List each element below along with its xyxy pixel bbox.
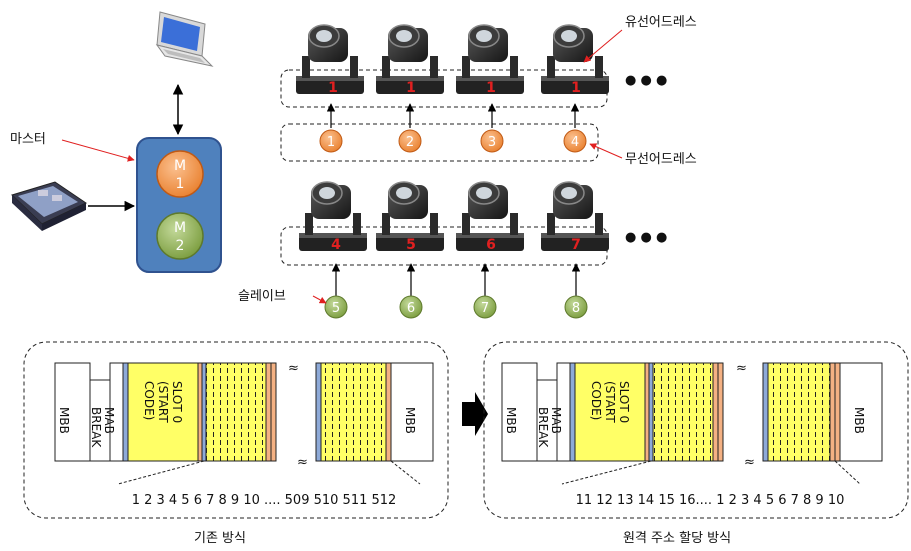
row2-wired-address-4: 7 [571,237,581,253]
conv-break-mark-top: ≈ [288,361,299,376]
wireless-address-arrow [589,143,623,159]
row2-slave-node-3: 7 [473,295,497,319]
row2-ellipsis: ● ● ● [625,230,667,245]
remote-break-mark-top: ≈ [736,361,747,376]
row2-slave-address-2: 6 [407,301,415,316]
row1-wired-address-4: 1 [571,80,581,96]
remote-packet [501,362,883,485]
m2-letter: M [174,220,186,236]
remote-mbb-left: MBB [504,407,518,434]
conv-mbb-right: MBB [403,407,417,434]
master-label: 마스터 [10,132,46,147]
remote-start: (START [603,381,617,423]
row1-wireless-address-2: 2 [406,135,414,150]
m1-number: 1 [176,176,185,192]
lighting-console-icon [11,181,88,231]
m2-number: 2 [176,238,185,254]
row2-wired-group [280,226,608,266]
remote-sequence: 11 12 13 14 15 16.... 1 2 3 4 5 6 7 8 9 … [576,493,845,508]
conv-code: CODE) [142,381,156,420]
row1-wireless-address-3: 3 [488,135,496,150]
wired-address-label: 유선어드레스 [625,15,697,30]
row2-slave-address-3: 7 [481,301,489,316]
conv-break: BREAK [89,407,103,448]
remote-break: BREAK [536,407,550,448]
row2-slave-node-2: 6 [399,295,423,319]
conventional-frame [23,341,449,519]
row1-wireless-address-4: 4 [571,135,579,150]
row1-wireless-group [280,123,599,162]
row2-slave-address-1: 5 [332,301,340,316]
remote-break-mark-bottom: ≈ [744,455,755,470]
row1-wired-address-3: 1 [486,80,496,96]
row1-wired-address-1: 1 [328,80,338,96]
row2-slave-node-4: 8 [564,295,588,319]
conv-break-mark-bottom: ≈ [297,455,308,470]
conv-start: (START [156,381,170,423]
slave-label-arrow [312,295,327,304]
row2-wired-address-1: 4 [331,237,341,253]
row2-wired-address-3: 6 [486,237,496,253]
master-label-arrow [61,139,135,162]
row2-wired-address-2: 5 [406,237,416,253]
conv-slot0: SLOT 0 [170,381,184,423]
remote-frame [483,341,909,519]
conventional-packet [54,362,434,485]
conv-mab: MAB [102,407,116,434]
transition-arrow [462,392,488,436]
row2-slave-address-4: 8 [572,301,580,316]
remote-mab: MAB [549,407,563,434]
laptop-icon [155,11,214,67]
remote-slot0: SLOT 0 [617,381,631,423]
conventional-method-caption: 기존 방식 [194,531,246,546]
master-m1-node: M 1 [156,150,204,198]
m1-letter: M [174,158,186,174]
row1-wired-address-2: 1 [406,80,416,96]
wired-address-arrow [583,29,623,63]
conventional-sequence: 1 2 3 4 5 6 7 8 9 10 .... 509 510 511 51… [132,493,397,508]
row2-slave-node-1: 5 [324,295,348,319]
row1-wireless-address-1: 1 [327,135,335,150]
conv-mbb-left: MBB [57,407,71,434]
row1-wireless-node-1: 1 [319,129,343,153]
row1-ellipsis: ● ● ● [625,73,667,88]
row1-wireless-node-4: 4 [563,129,587,153]
wireless-address-label: 무선어드레스 [625,152,697,167]
remote-method-caption: 원격 주소 할당 방식 [623,531,731,546]
row1-wireless-node-2: 2 [398,129,422,153]
remote-mbb-right: MBB [852,407,866,434]
remote-code: CODE) [589,381,603,420]
master-m2-node: M 2 [156,212,204,260]
slave-label: 슬레이브 [238,289,286,304]
row1-wireless-node-3: 3 [480,129,504,153]
